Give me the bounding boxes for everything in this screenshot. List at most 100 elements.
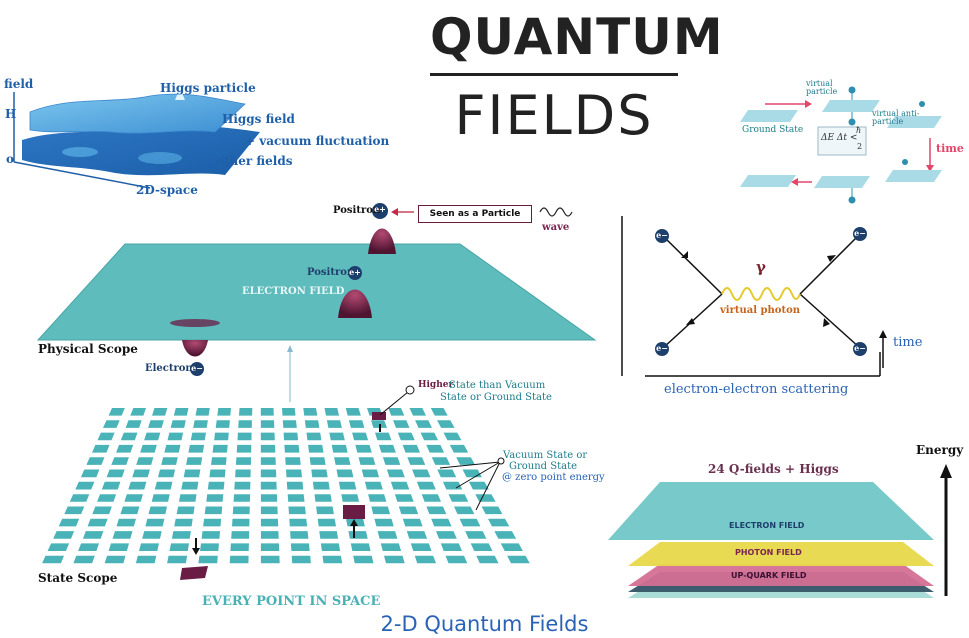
state-tile	[388, 408, 405, 416]
state-tile	[112, 531, 133, 539]
virtual-particle-label: virtual particle	[806, 79, 838, 96]
state-tile	[120, 432, 138, 441]
state-tile	[87, 518, 108, 527]
state-tile	[188, 444, 205, 453]
electron-symbol: e−	[191, 363, 203, 373]
state-tile	[314, 494, 332, 502]
state-tile	[488, 518, 510, 527]
state-tile	[144, 432, 161, 441]
q-fields-title: 24 Q-fields + Higgs	[708, 462, 839, 476]
arrow-head	[805, 100, 812, 108]
state-tile	[393, 420, 410, 428]
positron-excitation	[368, 228, 396, 254]
state-tile	[324, 408, 339, 416]
state-tile	[407, 457, 426, 465]
state-tile	[291, 555, 311, 564]
state-tile	[364, 481, 383, 490]
state-tile	[437, 420, 455, 428]
state-tile	[108, 408, 125, 416]
state-tile	[103, 420, 120, 428]
state-tile	[174, 518, 193, 527]
state-tile	[260, 469, 277, 478]
state-tile	[284, 444, 300, 453]
state-tile	[212, 444, 228, 453]
state-tile	[170, 420, 186, 428]
electron-field-plane	[36, 243, 597, 341]
pointer-line	[455, 461, 501, 489]
electron-dip	[170, 319, 220, 327]
virtual-particle	[919, 101, 925, 107]
denominator-two: 2	[857, 142, 863, 151]
state-tile	[326, 420, 342, 428]
state-tile	[260, 444, 276, 453]
energy-label: Energy	[916, 443, 964, 457]
state-tile	[375, 432, 392, 441]
state-tile	[124, 494, 143, 502]
state-tile	[494, 531, 517, 539]
state-tile	[198, 555, 218, 564]
state-tile	[426, 506, 447, 515]
fluctuation-blob	[138, 152, 182, 164]
state-tile	[414, 555, 436, 564]
2d-space-label: 2D-space	[136, 183, 198, 197]
state-tile	[190, 432, 206, 441]
state-tile	[239, 408, 253, 416]
state-tile	[443, 432, 462, 441]
state-tile	[47, 543, 70, 551]
upquark-field-layer-label: UP-QUARK FIELD	[731, 571, 807, 580]
field-axis-label: field	[4, 77, 34, 91]
ground-state-label: Ground State	[742, 125, 804, 135]
state-tile	[475, 494, 496, 502]
vacuum-state-label: Vacuum State or	[503, 450, 588, 461]
state-plane	[887, 116, 942, 128]
excited-state-tile	[180, 566, 208, 580]
state-tile	[312, 481, 330, 490]
state-tile	[390, 481, 410, 490]
state-tile	[426, 444, 445, 453]
state-tile	[345, 408, 361, 416]
arrow-head	[350, 519, 358, 526]
excited-state-tile	[372, 412, 386, 420]
state-tile	[128, 481, 147, 490]
positron-symbol: e+	[349, 267, 361, 277]
page-title: QUANTUM	[430, 8, 724, 66]
virtual-particle	[902, 159, 908, 165]
state-tile	[398, 506, 419, 515]
photon-layer	[628, 542, 934, 566]
positron-excitation	[338, 289, 372, 318]
h-axis-label: H	[5, 107, 17, 121]
state-tile	[353, 555, 374, 564]
state-tile	[232, 506, 250, 515]
state-tile	[462, 469, 482, 478]
excited-state-tile	[343, 505, 365, 519]
state-tile	[231, 531, 250, 539]
state-tile	[214, 432, 229, 441]
uncertainty-formula: ΔE Δt <	[821, 133, 858, 143]
electron-line	[799, 293, 861, 349]
state-tile	[289, 518, 308, 527]
electron-field-layer-label: ELECTRON FIELD	[729, 521, 805, 530]
state-tile	[378, 444, 396, 453]
state-tile	[42, 555, 64, 564]
state-tile	[470, 543, 493, 551]
state-tile	[303, 408, 318, 416]
origin-label: o	[6, 152, 15, 166]
electron-excitation	[182, 340, 208, 357]
state-tile	[53, 531, 75, 539]
state-tile	[148, 420, 164, 428]
higgs-field-label: Higgs field	[222, 112, 295, 126]
state-tile	[406, 531, 428, 539]
state-tile	[116, 518, 136, 527]
state-tile	[140, 444, 157, 453]
state-tile	[402, 518, 423, 527]
state-tile	[260, 481, 277, 490]
state-tile	[304, 420, 320, 428]
photon-field-layer-label: PHOTON FIELD	[735, 548, 802, 557]
state-tile	[352, 432, 369, 441]
state-tile	[195, 408, 210, 416]
virtual-pair-plane	[822, 100, 880, 112]
state-tile	[230, 543, 249, 551]
state-tile	[106, 469, 125, 478]
ground-state-plane	[740, 110, 798, 122]
state-tile	[358, 457, 376, 465]
